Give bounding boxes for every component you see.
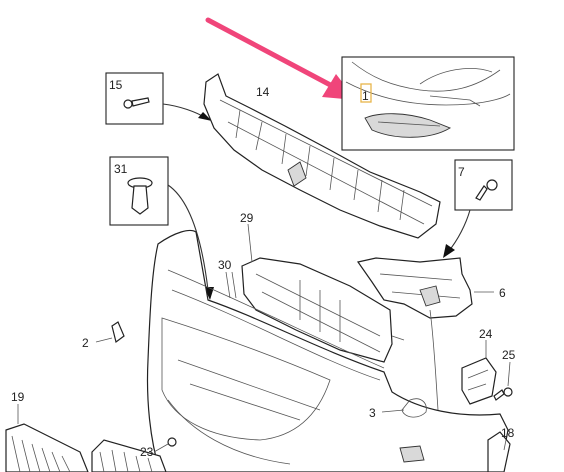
label-25: 25 xyxy=(502,348,516,362)
part-29-grille-frame xyxy=(241,223,405,363)
part-7-box xyxy=(443,159,513,258)
label-24: 24 xyxy=(479,327,493,341)
part-30-leader xyxy=(225,271,231,299)
part-3-leader xyxy=(381,409,405,413)
label-6: 6 xyxy=(499,286,506,300)
part-31-box xyxy=(109,156,214,300)
part-25-bolt xyxy=(493,361,513,401)
part-2-cap xyxy=(95,321,125,344)
part-23-clip xyxy=(153,437,177,453)
part-15-box xyxy=(105,72,212,125)
label-7: 7 xyxy=(458,165,465,179)
label-30: 30 xyxy=(218,258,232,272)
label-3: 3 xyxy=(369,406,376,420)
part-6-bracket xyxy=(356,257,494,319)
pointer-arrow xyxy=(205,17,356,100)
part-24-bracket xyxy=(461,340,497,405)
label-29: 29 xyxy=(240,211,254,225)
part-18-trim xyxy=(487,431,511,472)
label-2: 2 xyxy=(82,336,89,350)
inset-detail-box xyxy=(341,56,515,151)
label-15: 15 xyxy=(109,78,123,92)
part-19-grille xyxy=(5,404,89,472)
highlight-box xyxy=(360,83,372,103)
label-14: 14 xyxy=(256,85,270,99)
part-1-bumper-cover xyxy=(146,229,509,472)
lower-center-grille xyxy=(91,439,167,472)
label-31: 31 xyxy=(114,162,128,176)
label-19: 19 xyxy=(11,390,25,404)
label-18: 18 xyxy=(501,426,515,440)
label-1: 1 xyxy=(362,89,369,103)
label-23: 23 xyxy=(140,445,154,459)
part-14-bracket xyxy=(203,73,441,239)
